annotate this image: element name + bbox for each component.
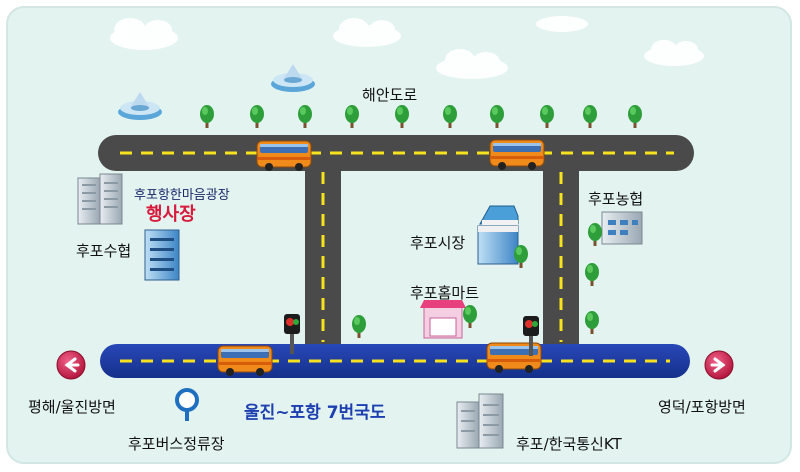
bus-icon: [489, 139, 545, 171]
building-icon: [420, 300, 477, 339]
fountain-icon: [271, 64, 315, 92]
west-direction-label[interactable]: 평해/울진방면: [28, 398, 116, 416]
bus-stop-sign-icon: [175, 388, 199, 421]
fisheries-label: 후포수협: [76, 242, 132, 260]
bus-icon: [217, 345, 273, 377]
bus-icon: [256, 140, 312, 172]
building-icon: [144, 229, 180, 281]
coastal-road-label: 해안도로: [362, 86, 418, 104]
building-icon: [77, 173, 123, 225]
map-canvas: [77, 16, 704, 449]
market-label: 후포시장: [410, 234, 466, 252]
east-direction-label[interactable]: 영덕/포항방면: [658, 398, 746, 416]
road-network: [98, 135, 694, 362]
event-hall-label: 행사장: [146, 204, 196, 225]
building-icon: [456, 393, 504, 449]
cloud-decoration: [110, 16, 704, 79]
route-7-label: 울진~포항 7번국도: [244, 403, 386, 423]
building-icon: [585, 211, 643, 334]
building-icon: [477, 205, 528, 268]
arrow-right-icon[interactable]: [704, 350, 734, 380]
highway-route-7: [100, 344, 690, 378]
tree-icon: [352, 315, 366, 338]
tree-row: [200, 105, 642, 128]
nonghyup-label: 후포농협: [588, 190, 644, 208]
homemart-label: 후포홈마트: [410, 284, 480, 302]
kt-label: 후포/한국통신KT: [516, 435, 622, 453]
plaza-label: 후포항한마음광장: [134, 188, 230, 203]
arrow-left-icon[interactable]: [56, 350, 86, 380]
fountain-icon: [118, 92, 162, 120]
bus-stop-label: 후포버스정류장: [128, 435, 225, 453]
map-frame: 해안도로 후포항한마음광장 행사장 후포수협 후포농협 후포시장 후포홈마트 울…: [6, 6, 792, 464]
